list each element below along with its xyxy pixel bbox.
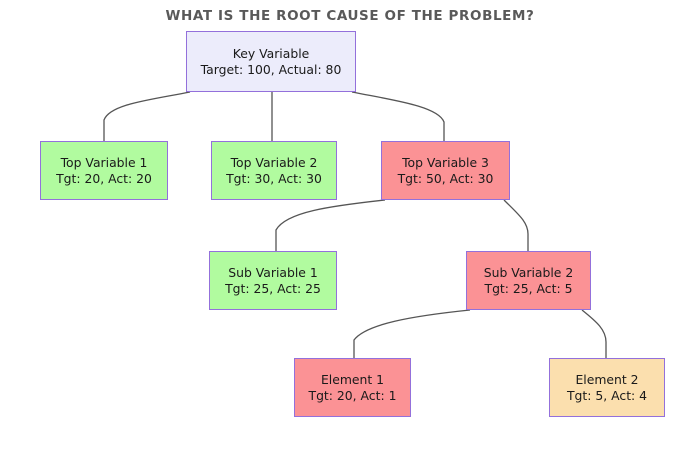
node-name-label: Key Variable xyxy=(232,45,310,61)
page-title: WHAT IS THE ROOT CAUSE OF THE PROBLEM? xyxy=(165,8,535,24)
node-name-label: Sub Variable 2 xyxy=(483,264,574,280)
node-name-label: Top Variable 3 xyxy=(402,154,489,170)
node-metrics-label: Tgt: 25, Act: 25 xyxy=(225,280,321,296)
node-metrics-label: Tgt: 30, Act: 30 xyxy=(226,170,322,186)
node-metrics-label: Tgt: 20, Act: 20 xyxy=(56,170,152,186)
edge-top-variable-3-to-sub-variable-1 xyxy=(275,199,386,251)
node-name-label: Top Variable 1 xyxy=(60,154,148,170)
node-metrics-label: Tgt: 25, Act: 5 xyxy=(484,280,573,296)
node-metrics-label: Tgt: 20, Act: 1 xyxy=(308,387,397,403)
edge-key-variable-to-top-variable-3 xyxy=(351,91,445,141)
edge-top-variable-3-to-sub-variable-2 xyxy=(503,199,529,251)
edge-key-variable-to-top-variable-1 xyxy=(103,91,191,141)
edge-sub-variable-2-to-element-1 xyxy=(353,309,471,358)
node-metrics-label: Target: 100, Actual: 80 xyxy=(200,61,342,77)
node-name-label: Sub Variable 1 xyxy=(228,264,318,280)
node-name-label: Element 2 xyxy=(575,371,639,387)
node-name-label: Top Variable 2 xyxy=(230,154,318,170)
node-metrics-label: Tgt: 5, Act: 4 xyxy=(566,387,648,403)
node-name-label: Element 1 xyxy=(320,371,385,387)
edge-sub-variable-2-to-element-2 xyxy=(581,309,607,358)
node-metrics-label: Tgt: 50, Act: 30 xyxy=(397,170,494,186)
